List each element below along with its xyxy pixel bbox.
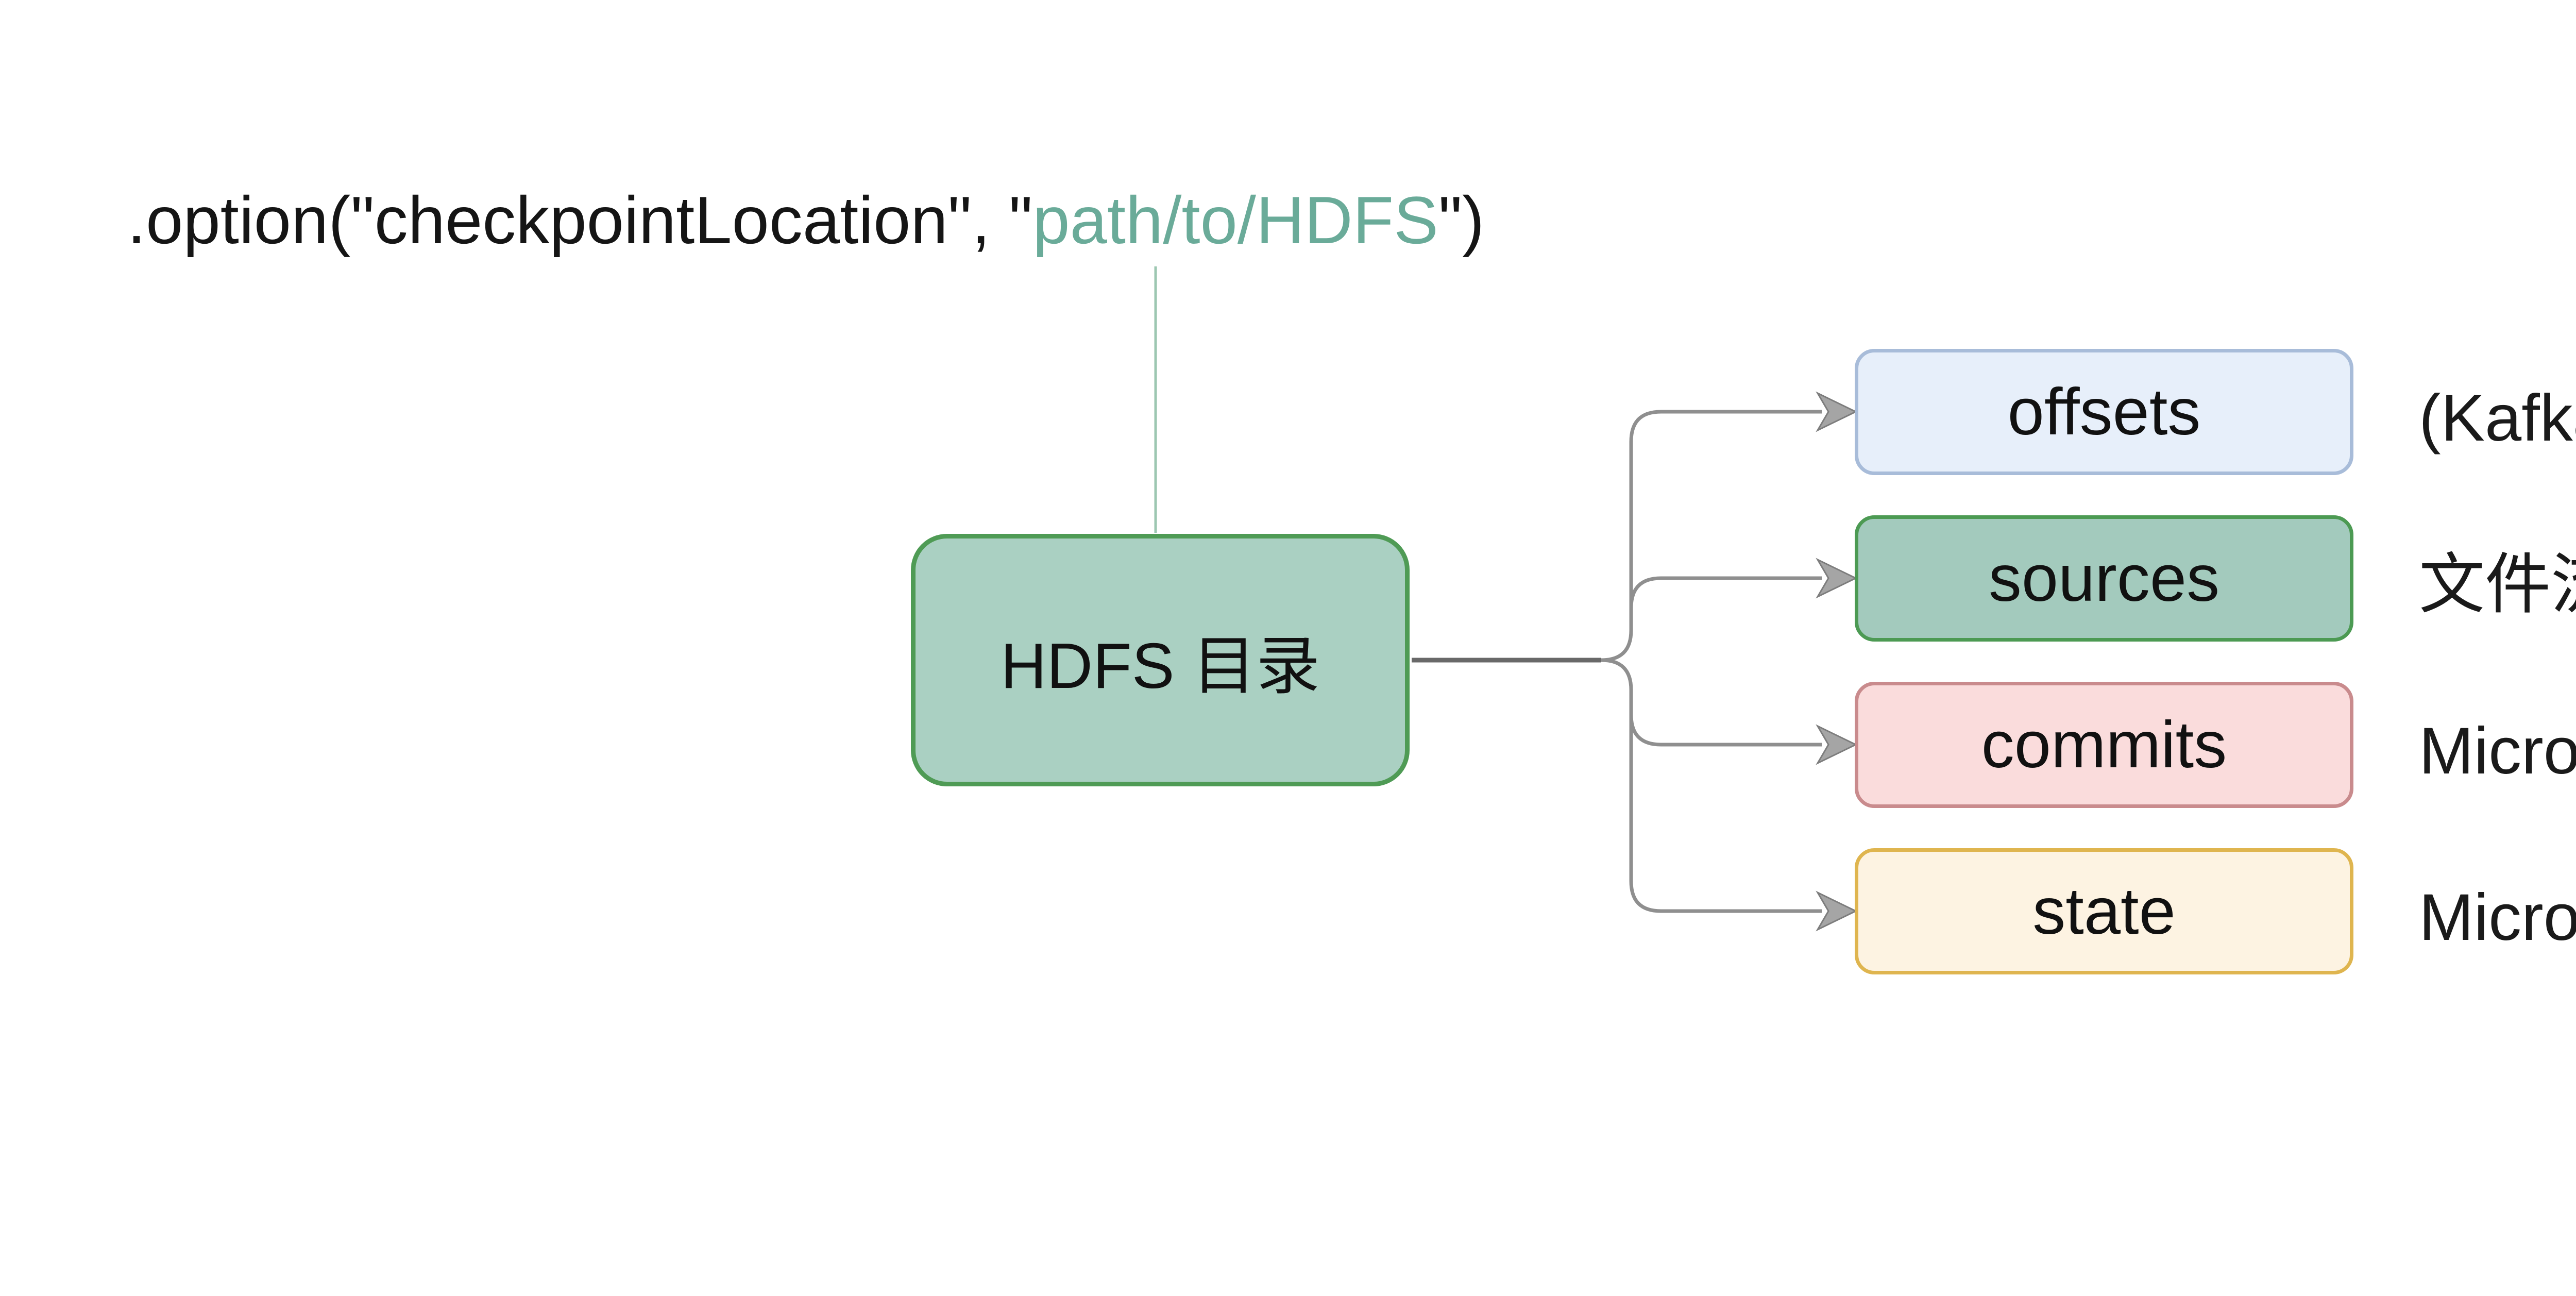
branch-line-sources	[1629, 576, 1822, 609]
commits-label: commits	[1981, 708, 2227, 782]
arrowhead-icon	[1816, 391, 1858, 432]
hdfs-directory-label: HDFS 目录	[1000, 631, 1320, 702]
branch-box-sources: sources	[1855, 515, 2353, 642]
checkpoint-path-highlight: path/to/HDFS	[1032, 182, 1438, 258]
branch-line-state	[1601, 658, 1822, 913]
code-snippet: .option("checkpointLocation", "path/to/H…	[127, 181, 1484, 259]
offsets-annotation: (Kafka)消息的偏移地址	[2419, 381, 2576, 455]
hdfs-directory-box: HDFS 目录	[911, 534, 1410, 786]
offsets-label: offsets	[2007, 375, 2201, 449]
state-label: state	[2032, 874, 2176, 948]
sources-annotation: 文件流元信息(文件名、类型等)	[2419, 548, 2576, 621]
code-suffix: ")	[1438, 182, 1485, 258]
arrowhead-icon	[1816, 890, 1858, 932]
arrowhead-icon	[1816, 724, 1858, 765]
sources-label: sources	[1988, 542, 2220, 615]
arrowhead-icon	[1816, 558, 1858, 599]
commits-annotation: Micro–batch交付到Sink的状态记录	[2419, 714, 2576, 788]
code-prefix: .option("checkpointLocation", "	[127, 182, 1033, 258]
branch-box-offsets: offsets	[1855, 349, 2353, 475]
state-annotation: Micro–batch处理过程中的中间状态	[2419, 881, 2576, 954]
branch-box-commits: commits	[1855, 682, 2353, 808]
branch-line-commits	[1629, 714, 1822, 747]
branch-line-offsets	[1601, 410, 1822, 662]
branch-box-state: state	[1855, 848, 2353, 974]
